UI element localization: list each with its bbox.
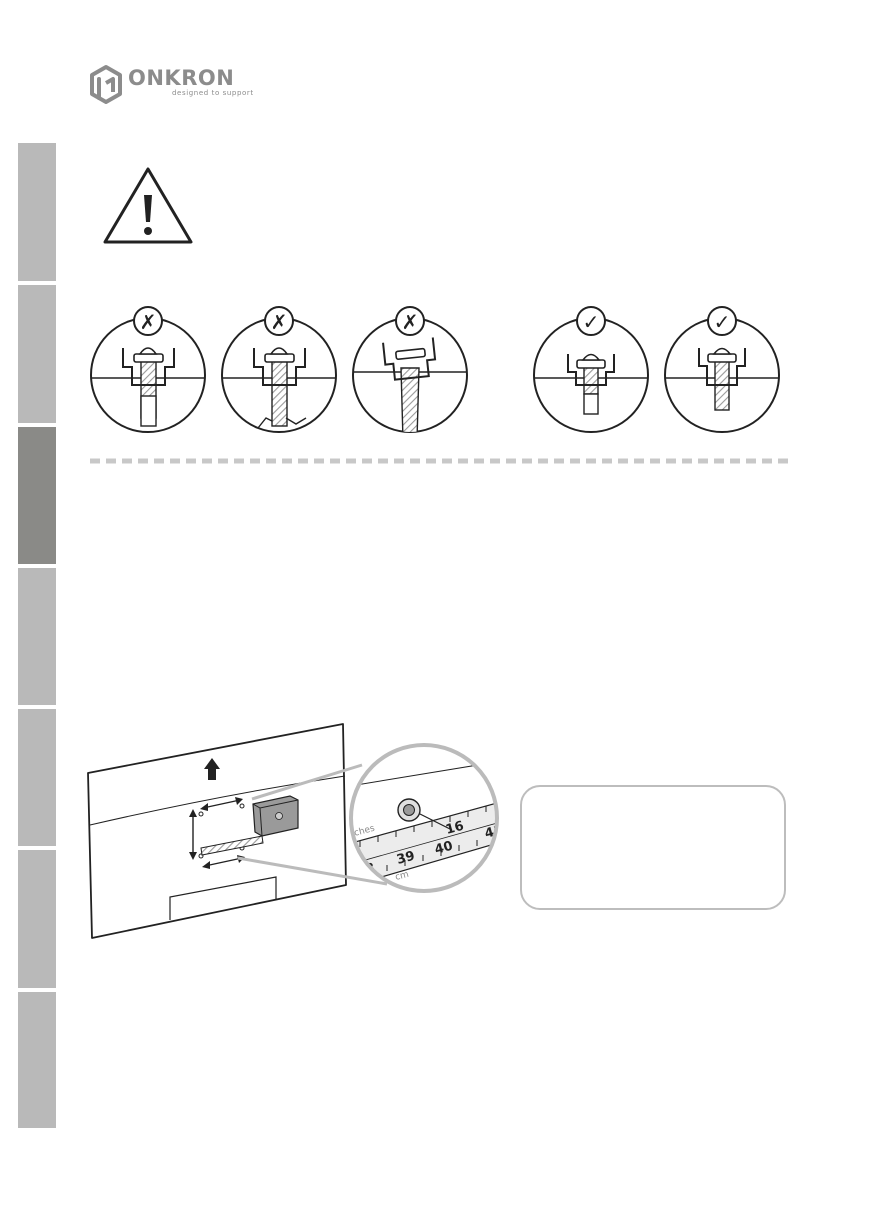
cross-mark-badge	[264, 306, 294, 336]
sidebar-tab-6[interactable]	[18, 850, 56, 988]
check-mark-badge	[707, 306, 737, 336]
check-mark-icon: ✓	[714, 310, 731, 334]
note-box	[520, 785, 786, 910]
up-arrow-icon	[204, 758, 220, 780]
screw-fit-loose	[352, 317, 468, 433]
tv-back-icon	[87, 723, 347, 939]
sidebar-tabs	[18, 143, 56, 1128]
cross-mark-icon: ✗	[402, 310, 419, 334]
tape-measure-icon	[200, 795, 299, 856]
sidebar-tab-1[interactable]	[18, 143, 56, 281]
brand-logo: ONKRON designed to support	[86, 62, 256, 108]
brand-name: ONKRON	[128, 66, 235, 90]
sidebar-tab-3-active[interactable]	[18, 427, 56, 564]
cross-mark-badge	[395, 306, 425, 336]
sidebar-tab-2[interactable]	[18, 285, 56, 423]
cross-mark-icon: ✗	[140, 310, 157, 334]
screw-fit-correct-1	[533, 317, 649, 433]
screw-fit-too-long	[90, 317, 206, 433]
sidebar-tab-7[interactable]	[18, 992, 56, 1128]
cross-mark-icon: ✗	[271, 310, 288, 334]
tape-number-39: 39	[395, 849, 416, 868]
check-mark-icon: ✓	[583, 310, 600, 334]
magnifier-icon: inches 16 41 38 39 40 cm	[349, 743, 499, 893]
sidebar-tab-5[interactable]	[18, 709, 56, 846]
warning-triangle-icon	[103, 167, 193, 244]
brand-tagline: designed to support	[172, 89, 254, 97]
check-mark-badge	[576, 306, 606, 336]
tape-number-40: 40	[433, 839, 454, 858]
cross-mark-badge	[133, 306, 163, 336]
cube-bracket-logo-icon	[90, 65, 122, 104]
tape-number-16: 16	[444, 819, 465, 838]
tape-unit-cm: cm	[394, 870, 410, 883]
sidebar-tab-4[interactable]	[18, 568, 56, 705]
